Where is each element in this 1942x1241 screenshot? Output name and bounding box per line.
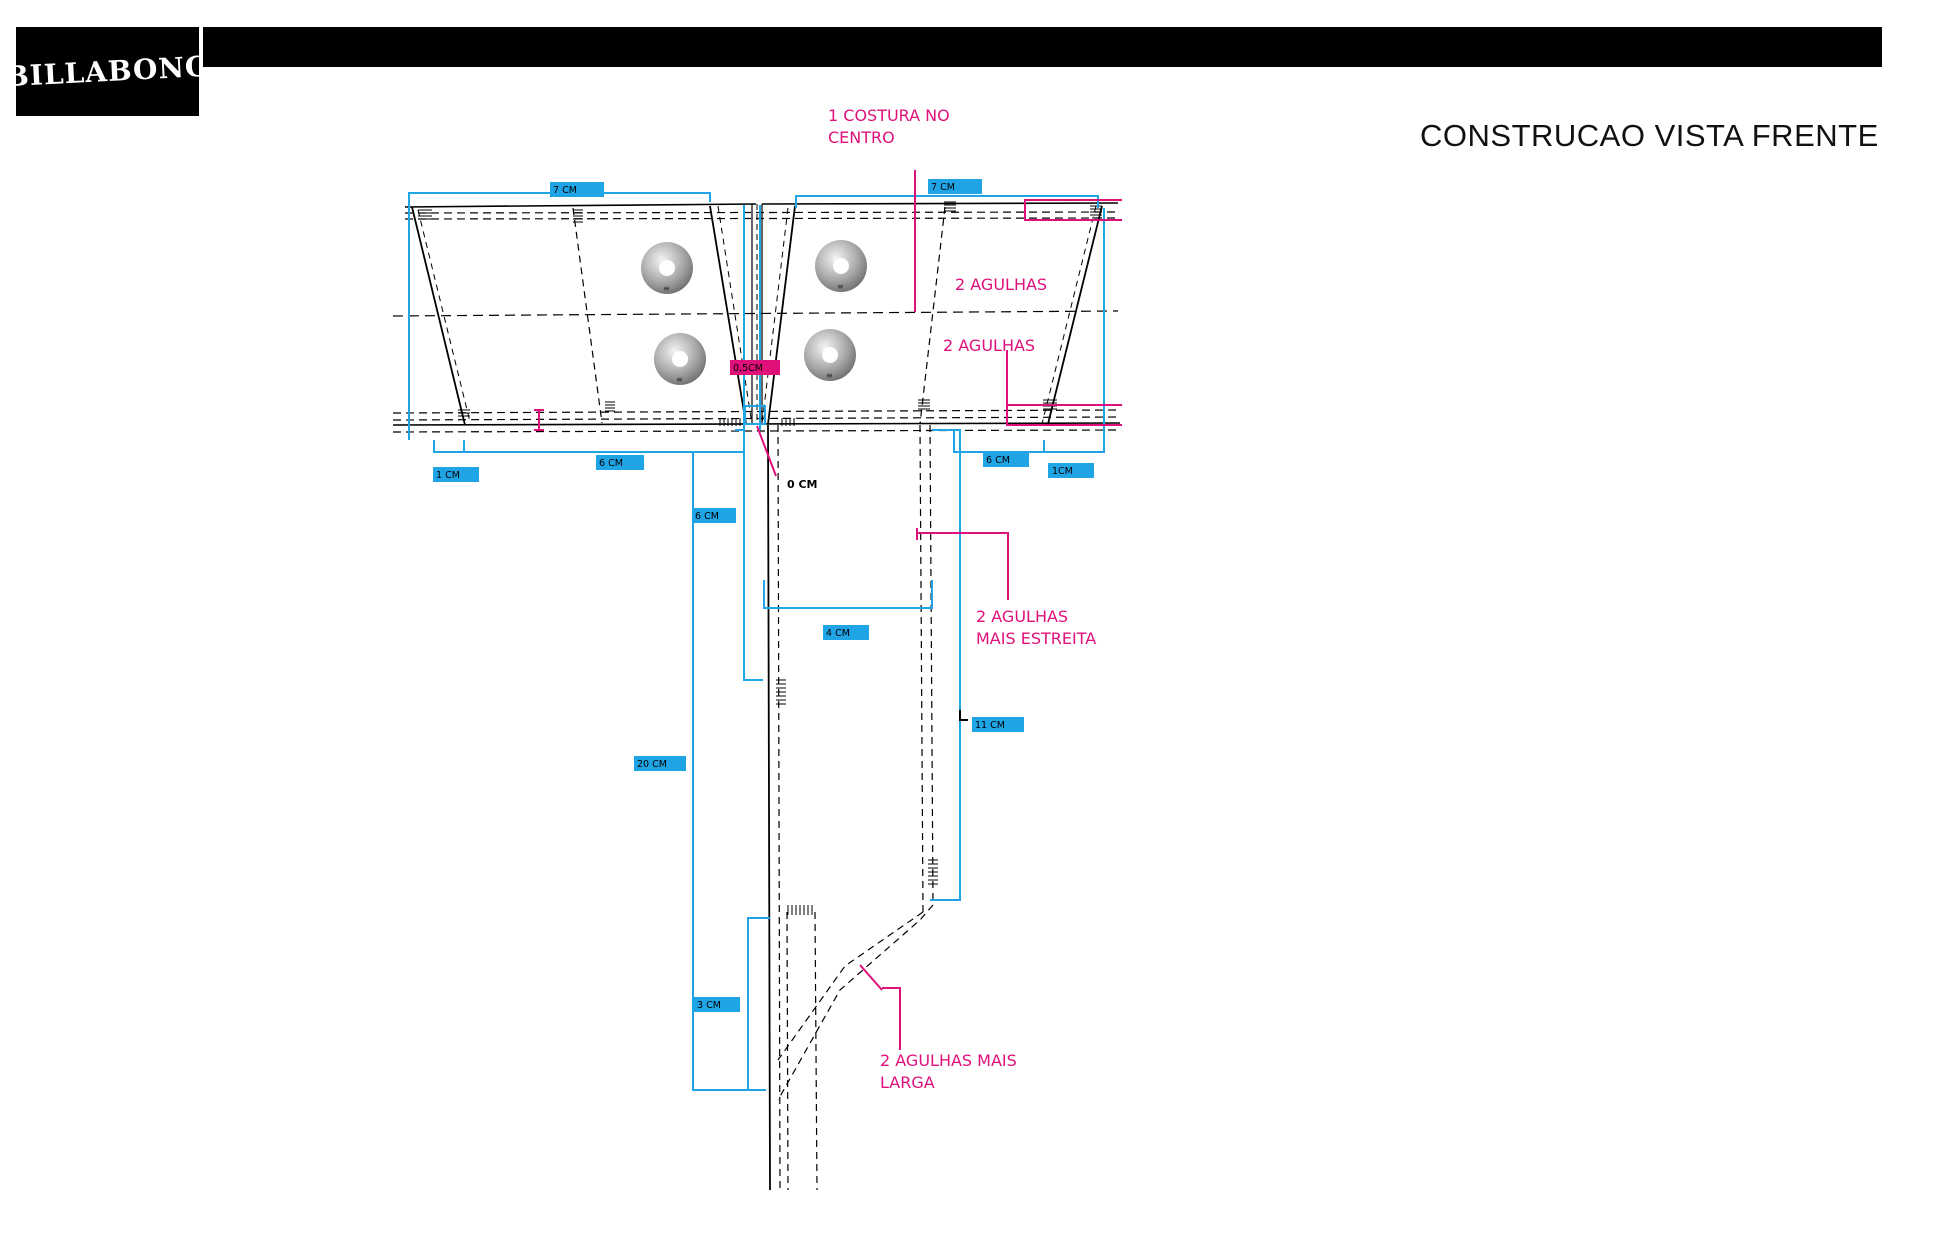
dim-label: 20 CM (637, 759, 667, 770)
page-title: CONSTRUCAO VISTA FRENTE (1420, 118, 1879, 153)
note-two-needles-wide: 2 AGULHAS MAIS (880, 1051, 1017, 1070)
svg-text:≡: ≡ (826, 371, 833, 380)
note-two-needles-narrow: 2 AGULHAS (976, 607, 1068, 626)
note-center-seam: CENTRO (828, 128, 895, 147)
dim-label: 1 CM (436, 470, 460, 481)
note-center-seam: 1 COSTURA NO (828, 106, 950, 125)
svg-text:≡: ≡ (676, 375, 683, 384)
dim-label: 11 CM (975, 720, 1005, 731)
dim-label: 3 CM (697, 1000, 721, 1011)
dim-label: 7 CM (931, 182, 955, 193)
rivet-button-icon: ≡ (641, 242, 693, 294)
svg-text:≡: ≡ (837, 282, 844, 291)
dim-label: 7 CM (553, 185, 577, 196)
note-two-needles-narrow: MAIS ESTREITA (976, 629, 1096, 648)
dimension-tags: 7 CM 7 CM 1 CM 6 CM 6 CM 1CM 6 CM 4 CM 1… (433, 179, 1094, 1012)
brand-logo: BILLABONG (4, 27, 211, 116)
dim-label: 6 CM (986, 455, 1010, 466)
note-zero-cm: 0 CM (787, 478, 818, 491)
dim-label: 4 CM (826, 628, 850, 639)
corner-mark (959, 710, 968, 721)
note-two-needles: 2 AGULHAS (955, 275, 1047, 294)
header-bar (203, 27, 1882, 67)
svg-text:≡: ≡ (663, 284, 670, 293)
annotation-notes: 1 COSTURA NO CENTRO 2 AGULHAS 2 AGULHAS … (787, 106, 1096, 1092)
dim-label: 1CM (1052, 466, 1073, 477)
dim-label: 6 CM (695, 511, 719, 522)
note-two-needles-wide: LARGA (880, 1073, 935, 1092)
dim-label: 6 CM (599, 458, 623, 469)
note-two-needles: 2 AGULHAS (943, 336, 1035, 355)
rivet-button-icon: ≡ (815, 240, 867, 292)
garment-outline (392, 201, 1121, 1191)
annotation-lines (534, 170, 1122, 1050)
rivet-button-icon: ≡ (804, 329, 856, 381)
dim-label: 0,5CM (733, 363, 763, 374)
rivet-button-icon: ≡ (654, 333, 706, 385)
